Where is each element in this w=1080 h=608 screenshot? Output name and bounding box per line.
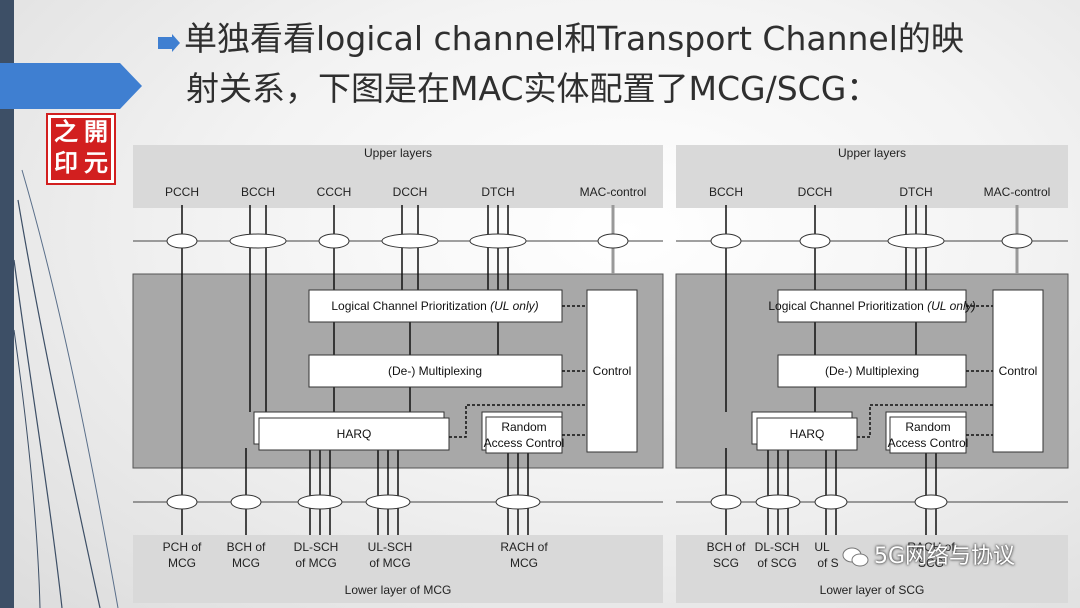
- scg-ulsch-label-1: UL: [814, 540, 830, 554]
- title-arrow-decoration: [0, 63, 142, 109]
- title-line-2: 射关系，下图是在MAC实体配置了MCG/SCG：: [186, 69, 880, 108]
- wechat-icon: [842, 547, 869, 567]
- title-line-1: 单独看看logical channel和Transport Channel的映: [184, 19, 964, 58]
- mcg-dlsch-label-1: DL-SCH: [294, 540, 339, 554]
- scg-control-box: [992, 289, 1044, 453]
- mcg-ra-box: [485, 416, 563, 454]
- logo-stamp: 之 開 印 元: [46, 113, 116, 185]
- scg-upper-layers-label: Upper layers: [838, 146, 906, 160]
- scg-ra-box: [889, 416, 967, 454]
- mcg-mux-label: (De-) Multiplexing: [388, 364, 482, 378]
- mcg-ulsch-label-1: UL-SCH: [368, 540, 413, 554]
- decorative-curves: [13, 169, 119, 608]
- mcg-lower-saps: [166, 494, 541, 510]
- scg-dcch-label: DCCH: [798, 185, 833, 199]
- mcg-upper-layers-label: Upper layers: [364, 146, 432, 160]
- scg-lower-layers-label: Lower layer of SCG: [820, 583, 925, 597]
- mcg-lower-layers-band: [133, 535, 663, 603]
- mcg-mux-box: [308, 354, 563, 388]
- mcg-lcp-box: [308, 289, 563, 323]
- mcg-lower-layers-label: Lower layer of MCG: [345, 583, 452, 597]
- mcg-bch-label-2: MCG: [232, 556, 260, 570]
- mcg-rach-label-2: MCG: [510, 556, 538, 570]
- scg-lower-layers-band: [676, 535, 1068, 603]
- scg-diagram: Upper layers BCCH DCCH DTCH MAC-control: [675, 145, 1069, 603]
- mcg-upper-layers-band: [133, 145, 663, 208]
- mcg-mac-control-label: MAC-control: [580, 185, 647, 199]
- scg-harq-label: HARQ: [790, 427, 825, 441]
- mcg-ra-label-1: Random: [501, 420, 546, 434]
- mcg-rach-label-1: RACH of: [500, 540, 548, 554]
- scg-dlsch-label-1: DL-SCH: [755, 540, 800, 554]
- mcg-harq-label: HARQ: [337, 427, 372, 441]
- scg-mux-label: (De-) Multiplexing: [825, 364, 919, 378]
- mcg-dtch-label: DTCH: [481, 185, 514, 199]
- mcg-control-links: [449, 305, 587, 438]
- scg-bch-label-2: SCG: [713, 556, 739, 570]
- scg-dlsch-label-2: of SCG: [757, 556, 796, 570]
- scg-rach-label-1: RACH of: [907, 540, 955, 554]
- logo-char: 之: [54, 118, 78, 146]
- scg-bch-label-1: BCH of: [707, 540, 746, 554]
- scg-control-links: [857, 305, 993, 438]
- mcg-lcp-label: Logical Channel Prioritization (UL only): [331, 299, 538, 313]
- logo-char: 印: [54, 149, 78, 177]
- mcg-ulsch-label-2: of MCG: [369, 556, 410, 570]
- mcg-upper-saps: [166, 233, 629, 249]
- scg-upper-saps: [710, 233, 1033, 249]
- mcg-bch-label-1: BCH of: [227, 540, 266, 554]
- mcg-control-box: [586, 289, 638, 453]
- mcg-bcch-label: BCCH: [241, 185, 275, 199]
- mcg-harq-box: [258, 417, 450, 451]
- scg-upper-layers-band: [676, 145, 1068, 208]
- mcg-diagram: Upper layers PCCH BCCH CCCH DCCH DTCH MA…: [132, 145, 664, 603]
- scg-lcp-box: [777, 289, 967, 323]
- scg-control-label: Control: [999, 364, 1038, 378]
- scg-harq-box: [756, 417, 858, 451]
- mcg-pcch-label: PCCH: [165, 185, 199, 199]
- mcg-dlsch-label-2: of MCG: [295, 556, 336, 570]
- mcg-pch-label-2: MCG: [168, 556, 196, 570]
- left-sidebar-bar: [0, 0, 14, 608]
- scg-ulsch-label-2: of S: [817, 556, 838, 570]
- scg-ra-label-1: Random: [905, 420, 950, 434]
- mcg-dcch-label: DCCH: [393, 185, 428, 199]
- scg-dtch-label: DTCH: [899, 185, 932, 199]
- scg-ra-label-2: Access Control: [888, 436, 969, 450]
- slide-title: 单独看看logical channel和Transport Channel的映 …: [158, 14, 1058, 114]
- mcg-ra-label-2: Access Control: [484, 436, 565, 450]
- scg-mac-control-label: MAC-control: [984, 185, 1051, 199]
- logo-char: 開: [84, 118, 108, 146]
- logo-char: 元: [84, 149, 108, 177]
- mcg-control-label: Control: [593, 364, 632, 378]
- scg-rach-label-2: SCG: [918, 556, 944, 570]
- mcg-ccch-label: CCCH: [317, 185, 352, 199]
- title-bullet-icon: [158, 14, 184, 64]
- scg-bcch-label: BCCH: [709, 185, 743, 199]
- watermark: 5G网络与协议: [874, 544, 1016, 569]
- mcg-pch-label-1: PCH of: [163, 540, 202, 554]
- scg-lower-saps: [710, 494, 948, 510]
- scg-lcp-label: Logical Channel Prioritization (UL only): [768, 299, 975, 313]
- scg-mux-box: [777, 354, 967, 388]
